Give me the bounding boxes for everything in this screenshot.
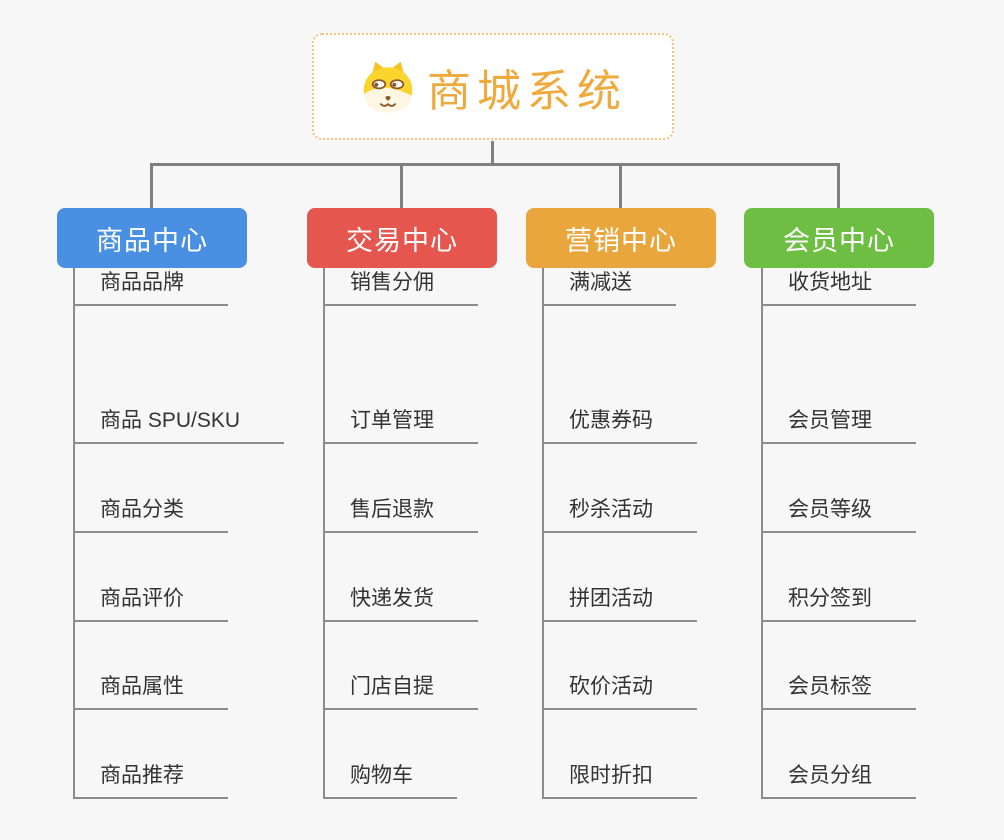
leaf-node[interactable]: 快递发货 xyxy=(323,584,478,622)
leaf-node[interactable]: 优惠券码 xyxy=(542,406,697,444)
leaf-node[interactable]: 秒杀活动 xyxy=(542,495,697,533)
branch-node-member[interactable]: 会员中心 xyxy=(744,208,934,268)
leaf-node[interactable]: 购物车 xyxy=(323,761,457,799)
root-node-label: 商城系统 xyxy=(427,66,627,116)
leaf-node[interactable]: 积分签到 xyxy=(761,584,916,622)
leaf-node[interactable]: 商品分类 xyxy=(73,495,228,533)
leaf-node[interactable]: 会员等级 xyxy=(761,495,916,533)
leaf-node[interactable]: 销售分佣 xyxy=(323,268,478,306)
branch-drop-line xyxy=(150,163,153,208)
leaf-node[interactable]: 会员分组 xyxy=(761,761,916,799)
branch-drop-line xyxy=(400,163,403,208)
leaf-column-trade: 订单管理 售后退款 快递发货 门店自提 购物车 销售分佣 xyxy=(323,268,553,808)
leaf-node[interactable]: 收货地址 xyxy=(761,268,916,306)
leaf-node[interactable]: 售后退款 xyxy=(323,495,478,533)
branch-drop-line xyxy=(619,163,622,208)
leaf-node[interactable]: 限时折扣 xyxy=(542,761,697,799)
leaf-node[interactable]: 订单管理 xyxy=(323,406,478,444)
leaf-node[interactable]: 商品属性 xyxy=(73,672,228,710)
leaf-node[interactable]: 商品推荐 xyxy=(73,761,228,799)
branch-bus-line xyxy=(150,163,840,166)
doge-icon xyxy=(363,61,413,112)
leaf-node[interactable]: 满减送 xyxy=(542,268,676,306)
leaf-node[interactable]: 门店自提 xyxy=(323,672,478,710)
leaf-node[interactable]: 商品品牌 xyxy=(73,268,228,306)
leaf-trunk-line xyxy=(761,268,763,799)
branch-node-product[interactable]: 商品中心 xyxy=(57,208,247,268)
leaf-node[interactable]: 会员管理 xyxy=(761,406,916,444)
leaf-column-product: 商品 SPU/SKU 商品分类 商品评价 商品属性 商品推荐 商品品牌 xyxy=(73,268,303,808)
leaf-node[interactable]: 会员标签 xyxy=(761,672,916,710)
branch-drop-line xyxy=(837,163,840,208)
leaf-node[interactable]: 拼团活动 xyxy=(542,584,697,622)
leaf-trunk-line xyxy=(323,268,325,799)
leaf-column-marketing: 优惠券码 秒杀活动 拼团活动 砍价活动 限时折扣 满减送 xyxy=(542,268,772,808)
branch-node-trade[interactable]: 交易中心 xyxy=(307,208,497,268)
branch-node-marketing[interactable]: 营销中心 xyxy=(526,208,716,268)
root-connector-line xyxy=(491,141,494,166)
leaf-trunk-line xyxy=(542,268,544,799)
root-node[interactable]: 商城系统 xyxy=(312,33,674,140)
leaf-column-member: 会员管理 会员等级 积分签到 会员标签 会员分组 收货地址 xyxy=(761,268,991,808)
leaf-node[interactable]: 砍价活动 xyxy=(542,672,697,710)
leaf-node[interactable]: 商品评价 xyxy=(73,584,228,622)
leaf-node[interactable]: 商品 SPU/SKU xyxy=(73,406,285,444)
leaf-trunk-line xyxy=(73,268,75,799)
